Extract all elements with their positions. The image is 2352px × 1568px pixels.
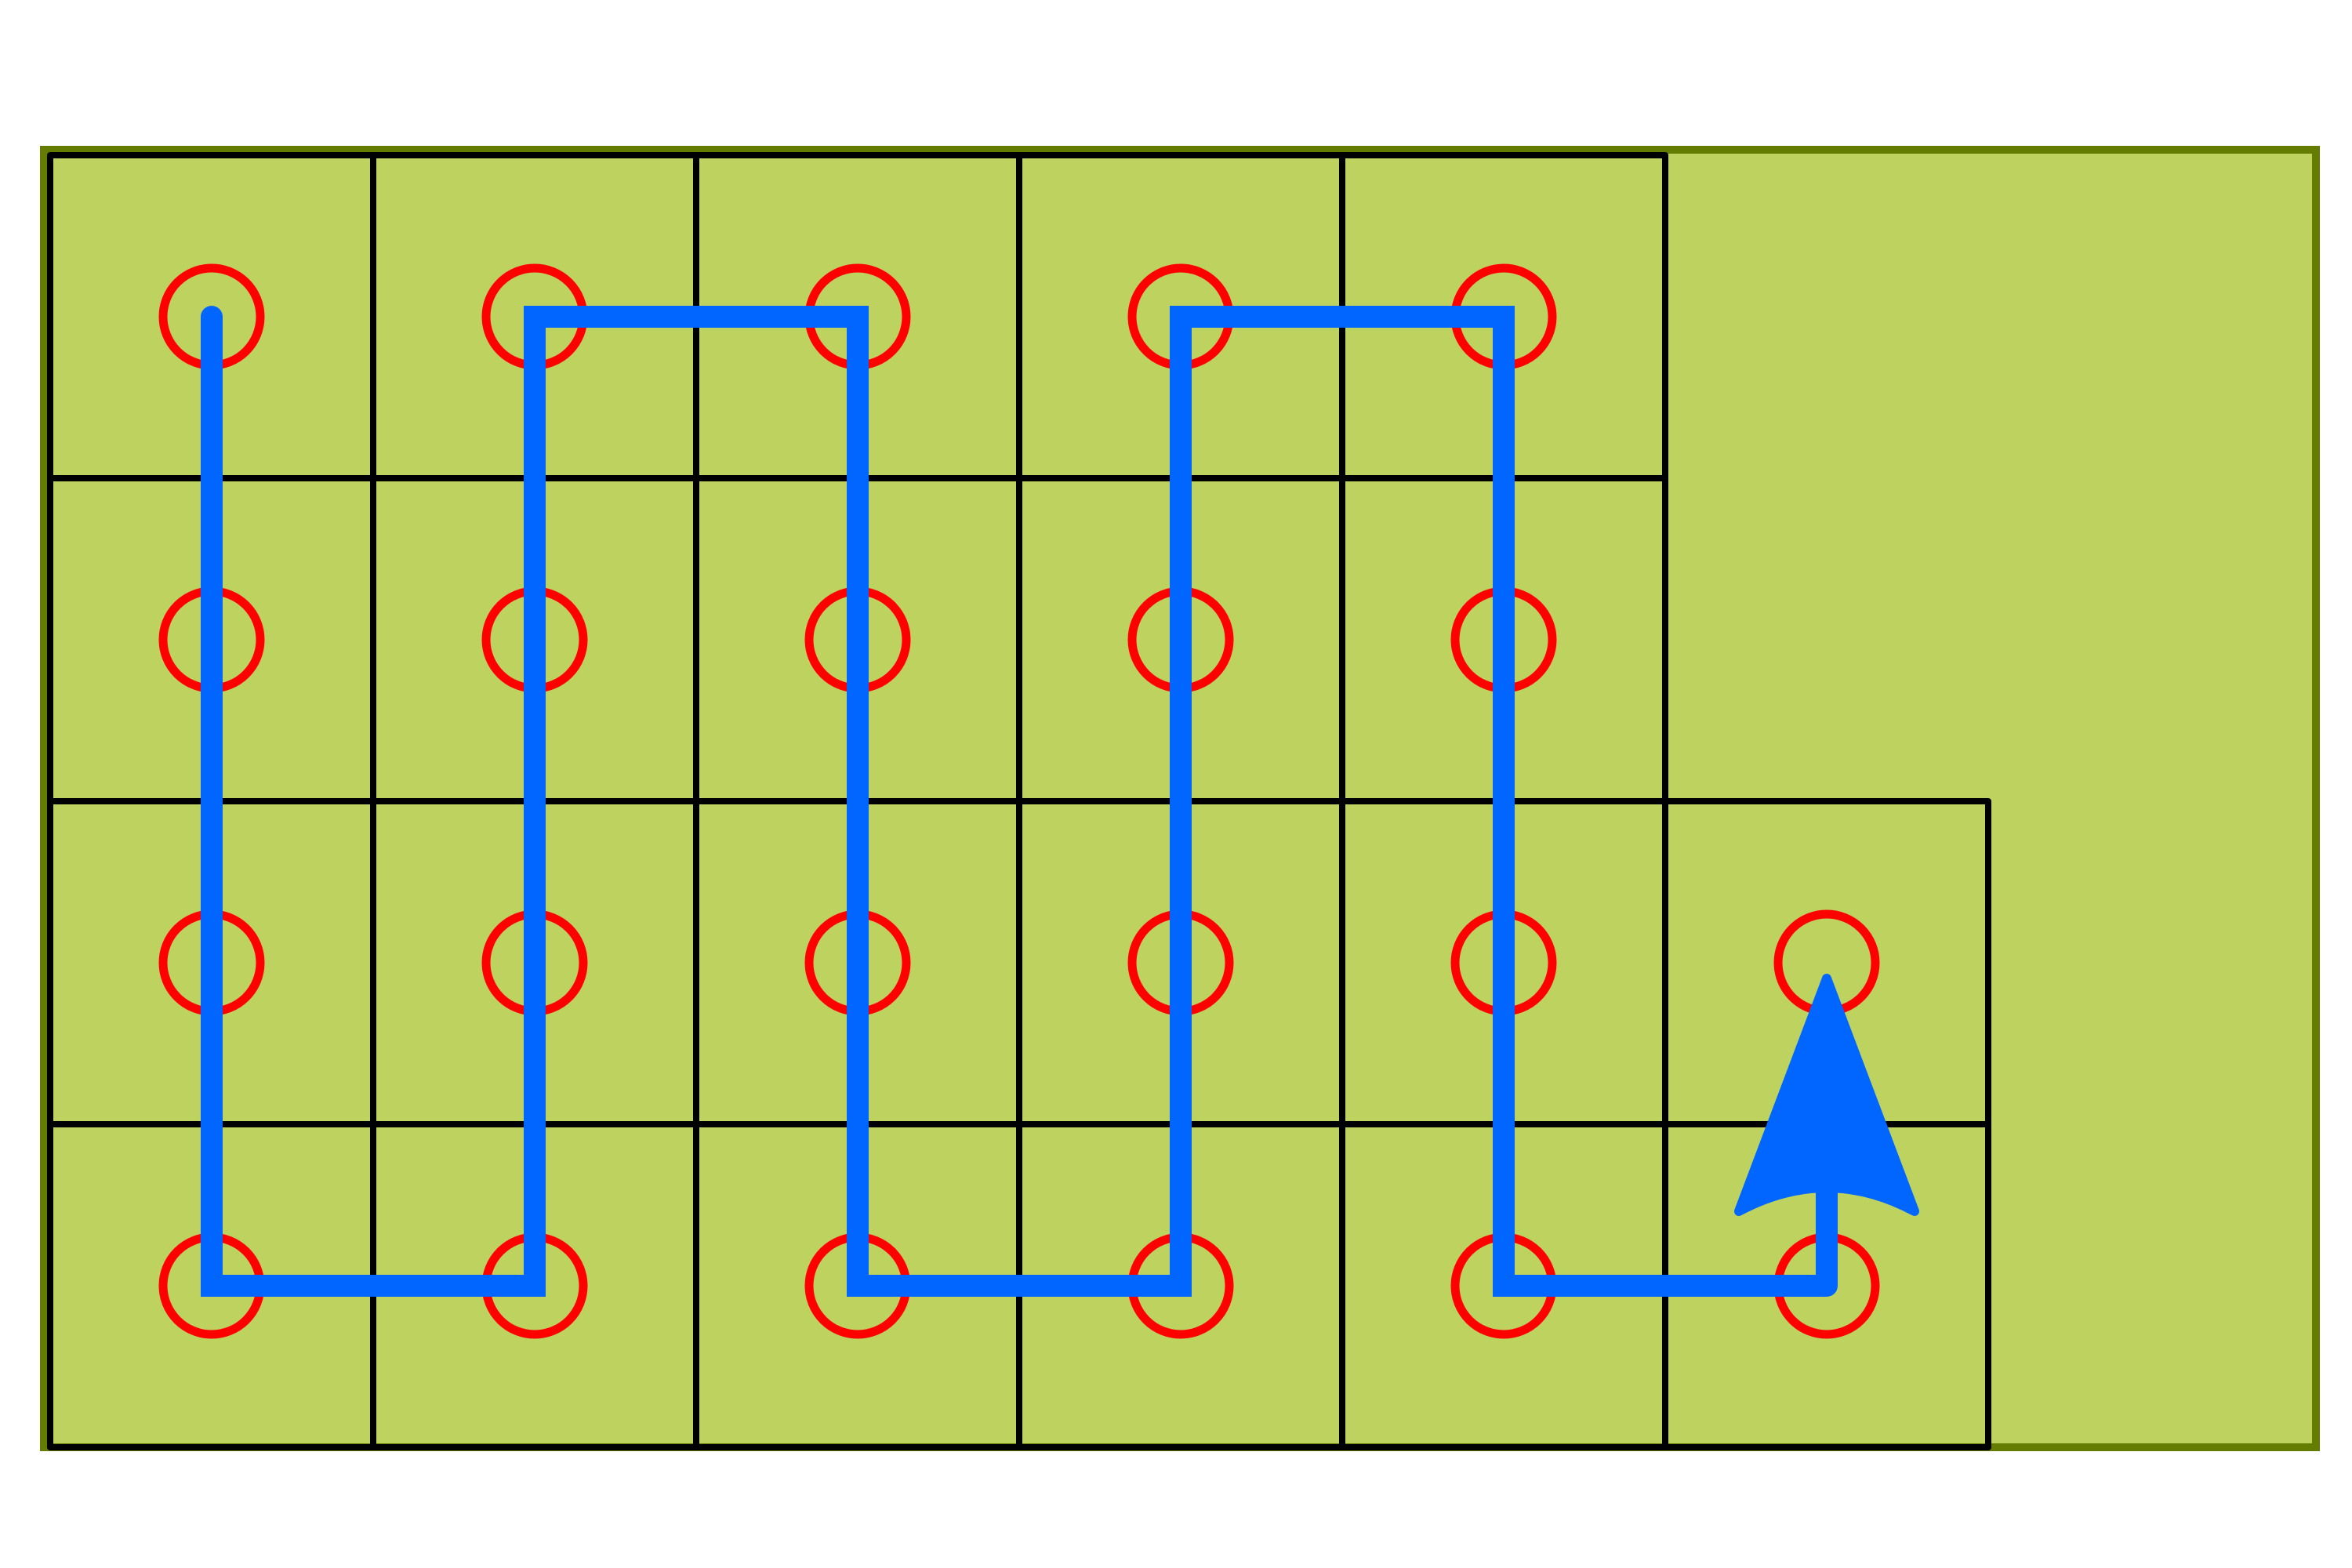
arrow-head-icon — [1734, 974, 1919, 1216]
robot-path — [201, 306, 1919, 1297]
path-line — [201, 306, 1838, 1297]
